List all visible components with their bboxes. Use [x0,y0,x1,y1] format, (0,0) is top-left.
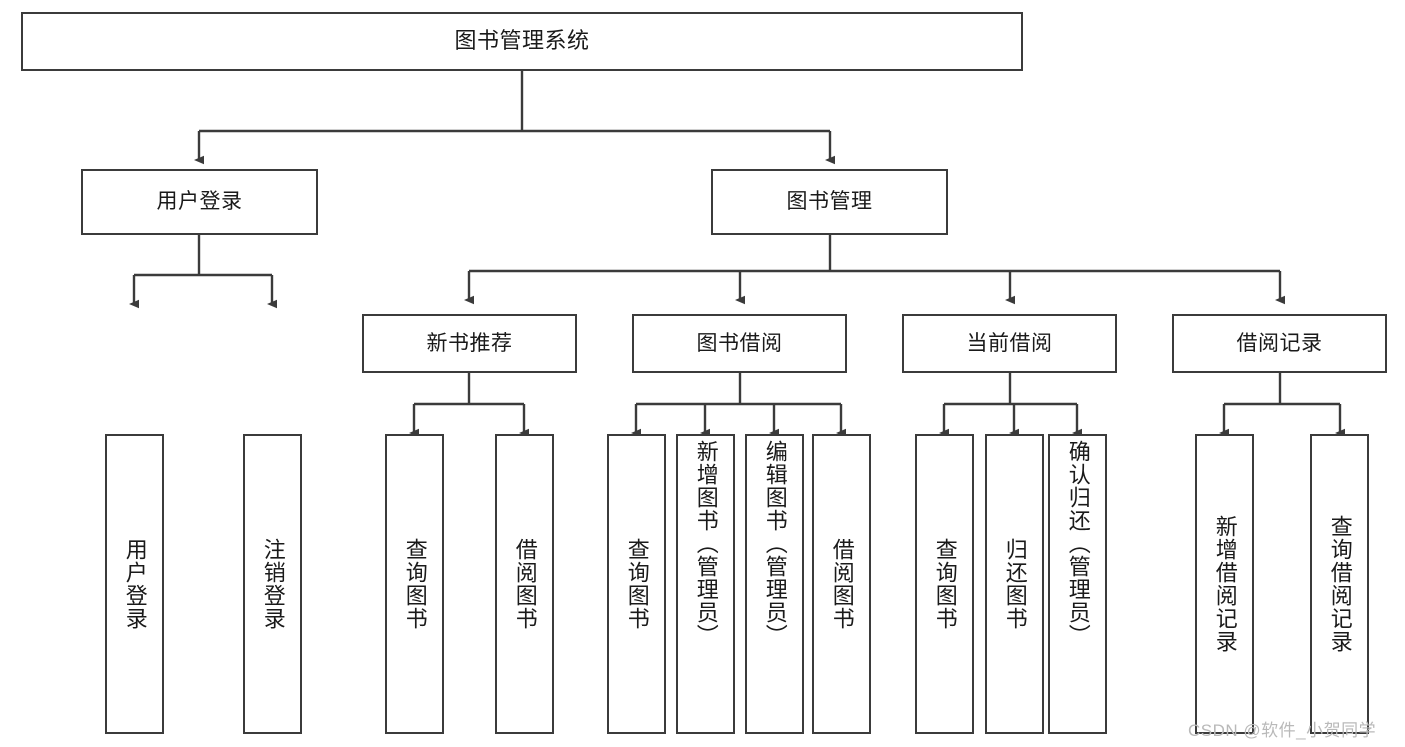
node-new-book-recommend[interactable]: 新书推荐 [362,314,577,373]
leaf-return-book-label: 归还图书 [1002,538,1028,630]
leaf-edit-book-label: 编辑图书（管理员） [762,440,788,647]
node-current-borrow[interactable]: 当前借阅 [902,314,1117,373]
node-root-label: 图书管理系统 [454,28,590,54]
node-borrow-record[interactable]: 借阅记录 [1172,314,1387,373]
leaf-add-book-label: 新增图书（管理员） [693,440,719,647]
node-new-book-recommend-label: 新书推荐 [426,331,513,355]
leaf-confirm-return-label: 确认归还（管理员） [1065,440,1091,647]
leaf-borrow-book-2-label: 借阅图书 [829,538,855,630]
leaf-query-book-2-label: 查询图书 [624,538,650,630]
leaf-query-book-1-label: 查询图书 [402,538,428,630]
leaf-confirm-return[interactable]: 确认归还（管理员） [1048,434,1107,734]
node-current-borrow-label: 当前借阅 [966,331,1053,355]
node-book-borrow-label: 图书借阅 [696,331,783,355]
leaf-query-book-3[interactable]: 查询图书 [915,434,974,734]
leaf-add-record-label: 新增借阅记录 [1212,515,1238,653]
leaf-query-record[interactable]: 查询借阅记录 [1310,434,1369,734]
leaf-return-book[interactable]: 归还图书 [985,434,1044,734]
node-root[interactable]: 图书管理系统 [21,12,1023,71]
leaf-borrow-book-1[interactable]: 借阅图书 [495,434,554,734]
leaf-edit-book[interactable]: 编辑图书（管理员） [745,434,804,734]
node-book-management[interactable]: 图书管理 [711,169,948,235]
leaf-query-book-3-label: 查询图书 [932,538,958,630]
leaf-query-book-1[interactable]: 查询图书 [385,434,444,734]
leaf-borrow-book-1-label: 借阅图书 [512,538,538,630]
leaf-query-book-2[interactable]: 查询图书 [607,434,666,734]
node-book-borrow[interactable]: 图书借阅 [632,314,847,373]
leaf-query-record-label: 查询借阅记录 [1327,515,1353,653]
node-book-management-label: 图书管理 [786,190,873,214]
leaf-user-login[interactable]: 用户登录 [105,434,164,734]
leaf-add-book[interactable]: 新增图书（管理员） [676,434,735,734]
leaf-logout[interactable]: 注销登录 [243,434,302,734]
node-borrow-record-label: 借阅记录 [1236,331,1323,355]
leaf-add-record[interactable]: 新增借阅记录 [1195,434,1254,734]
node-user-login-label: 用户登录 [156,190,243,214]
leaf-user-login-label: 用户登录 [122,538,148,630]
leaf-logout-label: 注销登录 [260,538,286,630]
node-user-login[interactable]: 用户登录 [81,169,318,235]
leaf-borrow-book-2[interactable]: 借阅图书 [812,434,871,734]
